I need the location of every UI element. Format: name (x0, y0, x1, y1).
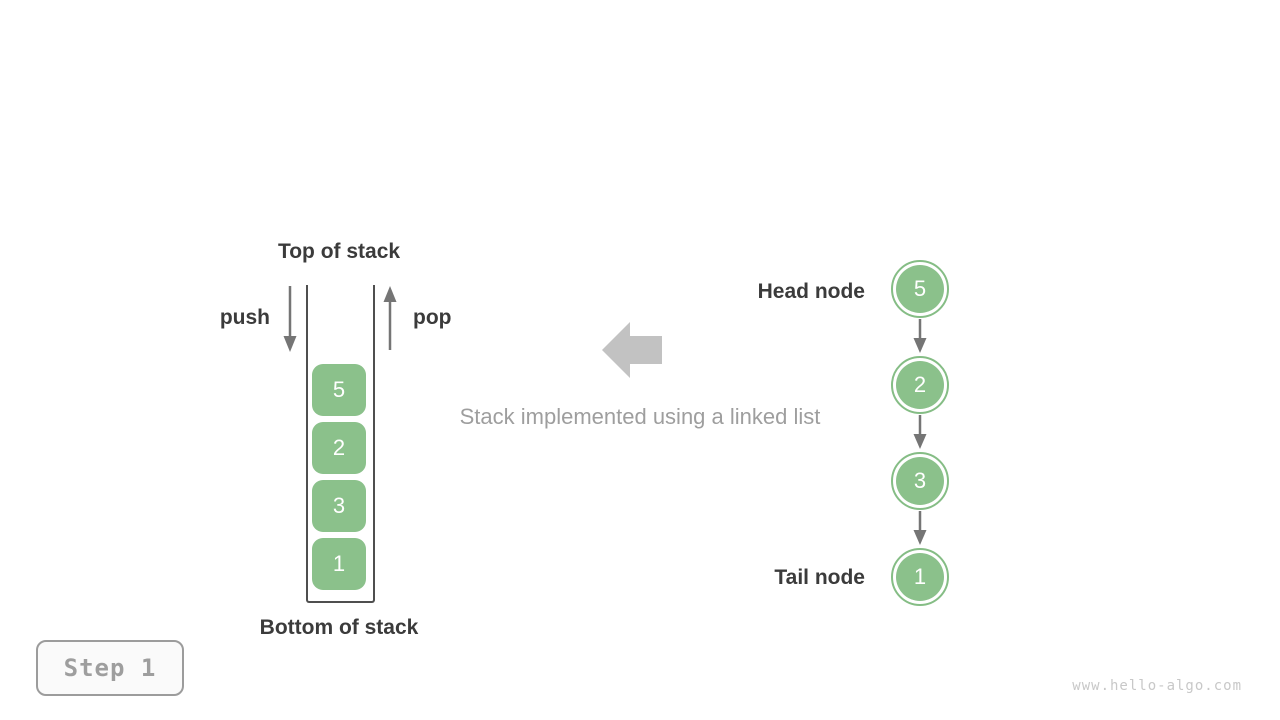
tail-node-label: Tail node (774, 566, 865, 589)
head-node-label: Head node (757, 280, 865, 303)
stack-item: 2 (312, 422, 366, 474)
stack-container (306, 285, 375, 603)
step-badge-label: Step 1 (63, 654, 157, 682)
stack-item: 1 (312, 538, 366, 590)
link-arrow-icon (913, 319, 927, 353)
stack-bottom-label: Bottom of stack (259, 616, 419, 639)
link-arrow-icon (913, 511, 927, 545)
stack-item: 5 (312, 364, 366, 416)
push-label: push (219, 306, 270, 329)
list-node-value: 3 (896, 457, 944, 505)
list-node-value: 5 (896, 265, 944, 313)
list-node-value: 1 (896, 553, 944, 601)
watermark: www.hello-algo.com (1072, 678, 1242, 694)
pop-label: pop (413, 306, 452, 329)
list-node: 2 (891, 356, 949, 414)
step-badge: Step 1 (36, 640, 184, 696)
stack-top-label: Top of stack (277, 240, 401, 263)
list-node-value: 2 (896, 361, 944, 409)
list-node: 5 (891, 260, 949, 318)
left-block-arrow-icon (602, 322, 662, 378)
push-arrow-icon (283, 286, 297, 352)
diagram-caption: Stack implemented using a linked list (459, 404, 821, 429)
stack-item: 3 (312, 480, 366, 532)
list-node: 1 (891, 548, 949, 606)
pop-arrow-icon (383, 286, 397, 350)
list-node: 3 (891, 452, 949, 510)
